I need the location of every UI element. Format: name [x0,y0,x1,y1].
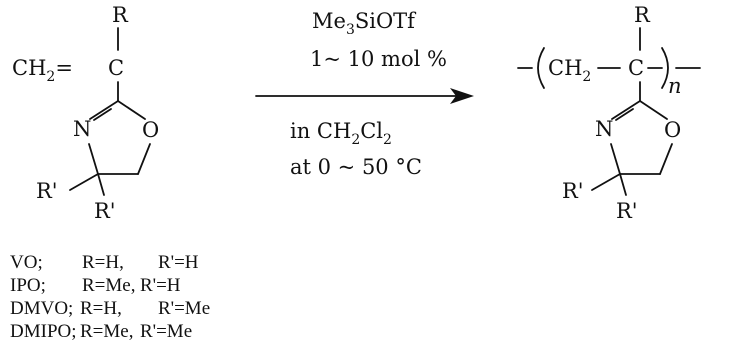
solvent-label: in CH2Cl2 [290,119,392,148]
product-r2-bond [619,173,627,196]
product-cn-double-bond-inner [615,108,634,121]
reactant-co-bond [117,100,146,120]
reactant-ch2-label: CH2= [12,56,73,85]
legend-r: R=H, [82,252,124,273]
product-r1-label: R' [562,179,584,203]
legend-rprime: R'=H [158,252,199,273]
reactant-oc5-bond [137,143,151,175]
legend-abbr: VO; [10,252,43,273]
product-cn-double-bond [611,100,641,120]
reaction-conditions: Me3SiOTf 1~ 10 mol % in CH2Cl2 at 0 ~ 50… [255,9,474,179]
reagent-label: Me3SiOTf [312,9,417,38]
reactant-cn-double-bond-inner [93,108,112,121]
product-o-label: O [664,118,681,142]
product-ch2-label: CH2 [548,56,591,85]
catalyst-loading-label: 1~ 10 mol % [310,47,447,71]
reactant-cn-double-bond [89,100,119,120]
legend-abbr: DMIPO; [10,321,77,342]
temperature-label: at 0 ~ 50 °C [290,155,422,179]
reactant-r-label: R [112,3,129,27]
reactant-r2-bond [97,173,105,196]
legend-rprime: R'=H [140,275,181,296]
product-r-label: R [634,3,651,27]
legend-abbr: IPO; [10,275,46,296]
legend-rprime: R'=Me [158,298,210,319]
product-nc4-bond [610,143,621,175]
product-oc5-bond [659,143,673,175]
product-r2-label: R' [616,199,638,223]
legend-r: R=Me, [80,321,133,342]
reactant-r1-label: R' [36,179,58,203]
product-n-label: N [595,117,613,141]
product-co-bond [639,100,668,120]
reaction-arrow-head-icon [450,88,474,104]
reactant-structure: R CH2= C N O R' R' [12,3,159,223]
reactant-c-label: C [108,56,124,80]
reactant-nc4-bond [88,143,99,175]
product-left-bracket [537,47,545,89]
product-c-label: C [628,56,644,80]
reactant-o-label: O [142,118,159,142]
legend-rprime: R'=Me [140,321,192,342]
product-right-bracket [661,47,669,89]
reactant-r2-label: R' [94,199,116,223]
product-n-subscript: n [668,74,682,98]
product-r1-bond [591,173,621,191]
reactant-n-label: N [73,117,91,141]
legend-r: R=Me, [82,275,135,296]
reactant-r1-bond [69,173,99,191]
legend-r: R=H, [80,298,122,319]
substituent-legend: VO; R=H, R'=H IPO; R=Me, R'=H DMVO; R=H,… [10,252,210,342]
legend-abbr: DMVO; [10,298,73,319]
product-structure: R CH2 C n N O R' R' [517,3,701,223]
